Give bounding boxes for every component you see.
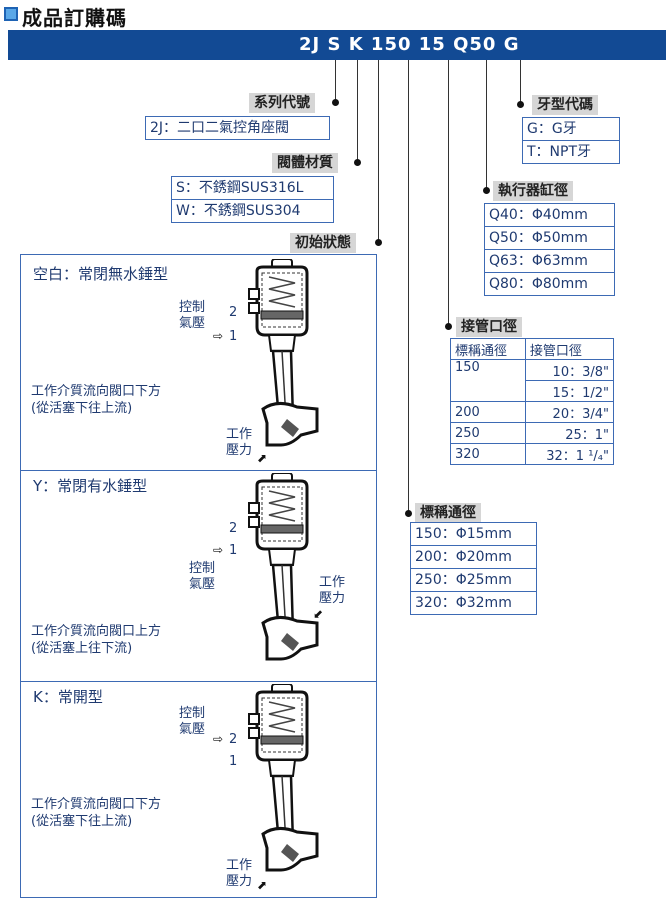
port-2-label: 2: [229, 732, 238, 747]
state-panel-normally-closed-no-hammer: 空白：常閉無水錘型 控制氣壓 2 ⇨ 1 工作介質流向閥口下方(從活塞下往上流)…: [20, 254, 377, 473]
control-pressure-label: 控制氣壓: [179, 706, 206, 737]
material-item: S：不銹鋼SUS316L: [176, 180, 304, 196]
actuator-item: Q63：Φ63mm: [485, 249, 614, 272]
table-row: 15：1/2": [451, 380, 615, 402]
valve-diagram-icon: [247, 259, 319, 447]
dot-material: [354, 159, 361, 166]
port-1-label: 1: [229, 329, 238, 344]
connection-size: 15：1/2": [524, 380, 615, 402]
connection-size: 10：3/8": [524, 359, 615, 381]
table-row: 250 25：1": [450, 422, 615, 444]
dot-actuator: [483, 187, 490, 194]
actuator-box: Q40：Φ40mm Q50：Φ50mm Q63：Φ63mm Q80：Φ80mm: [484, 203, 615, 296]
thread-item: G：G牙: [527, 121, 577, 137]
thread-item: T：NPT牙: [523, 140, 619, 163]
connection-header: 接管口徑: [456, 317, 522, 337]
order-code: 2J S K 150 15 Q50 G: [299, 34, 520, 55]
valve-diagram-icon: [247, 684, 319, 872]
connection-size: 20：3/4": [524, 401, 615, 423]
nominal-header: 標稱通徑: [415, 503, 481, 523]
dot-thread: [517, 101, 524, 108]
flow-description: 工作介質流向閥口上方(從活塞上往下流): [31, 624, 162, 656]
connection-dn: 320: [450, 443, 526, 465]
table-row: 320 32：1 ¹/₄": [450, 443, 615, 465]
valve-diagram-icon: [247, 473, 319, 661]
inlet-arrow-icon: ⇨: [213, 543, 224, 557]
actuator-item: Q40：Φ40mm: [489, 207, 588, 223]
nominal-item: 150：Φ15mm: [415, 526, 512, 542]
state-panel-normally-open: K：常開型 控制氣壓 ⇨ 2 1 工作介質流向閥口下方(從活塞下往上流) 工作壓…: [20, 681, 377, 898]
connection-col2: 接管口徑: [524, 338, 615, 360]
actuator-item: Q50：Φ50mm: [485, 226, 614, 249]
pressure-arrow-icon: ⬈: [257, 878, 268, 892]
state-header: 初始狀態: [290, 233, 356, 253]
nominal-item: 320：Φ32mm: [411, 591, 536, 614]
control-pressure-label: 控制氣壓: [189, 561, 216, 592]
inlet-arrow-icon: ⇨: [213, 732, 224, 746]
table-row: 200 20：3/4": [450, 401, 615, 423]
code-banner: [8, 30, 666, 60]
dot-connection: [445, 323, 452, 330]
nominal-box: 150：Φ15mm 200：Φ20mm 250：Φ25mm 320：Φ32mm: [410, 522, 537, 615]
pressure-arrow-icon: ⬋: [313, 607, 324, 621]
connection-col1: 標稱通徑: [450, 338, 526, 360]
port-2-label: 2: [229, 521, 238, 536]
flow-description: 工作介質流向閥口下方(從活塞下往上流): [31, 384, 162, 416]
panel-title: Y：常閉有水錘型: [33, 477, 148, 495]
material-box: S：不銹鋼SUS316L W：不銹鋼SUS304: [171, 176, 334, 223]
thread-box: G：G牙 T：NPT牙: [522, 117, 620, 164]
nominal-item: 200：Φ20mm: [411, 545, 536, 568]
title-square-icon: [4, 7, 18, 21]
material-header: 閥體材質: [272, 153, 338, 173]
actuator-item: Q80：Φ80mm: [485, 272, 614, 295]
series-header: 系列代號: [249, 93, 315, 113]
port-1-label: 1: [229, 543, 238, 558]
connection-size: 25：1": [524, 422, 615, 444]
connection-dn: 250: [450, 422, 526, 444]
connection-table: 標稱通徑 接管口徑 150 10：3/8" 15：1/2" 200 20：3/4…: [450, 338, 615, 465]
inlet-arrow-icon: ⇨: [213, 329, 224, 343]
work-pressure-label: 工作壓力: [319, 575, 346, 606]
series-box: 2J：二口二氣控角座閥: [145, 116, 330, 140]
connection-size: 32：1 ¹/₄": [524, 443, 615, 465]
series-item: 2J：二口二氣控角座閥: [150, 120, 290, 136]
leader-state: [378, 60, 379, 242]
leader-thread: [520, 60, 521, 104]
leader-series: [335, 60, 336, 102]
panel-title: K：常開型: [33, 688, 103, 706]
thread-header: 牙型代碼: [532, 95, 598, 115]
leader-nominal: [408, 60, 409, 513]
work-pressure-label: 工作壓力: [226, 427, 253, 458]
leader-material: [357, 60, 358, 162]
control-pressure-label: 控制氣壓: [179, 300, 206, 331]
table-row: 標稱通徑 接管口徑: [450, 338, 615, 360]
material-item: W：不銹鋼SUS304: [172, 199, 333, 222]
dot-nominal: [405, 510, 412, 517]
port-2-label: 2: [229, 305, 238, 320]
dot-series: [332, 99, 339, 106]
state-panel-normally-closed-water-hammer: Y：常閉有水錘型 2 ⇨ 1 控制氣壓 工作壓力 ⬋ 工作介質流向閥口上方(從活…: [20, 470, 377, 684]
leader-actuator: [486, 60, 487, 190]
flow-description: 工作介質流向閥口下方(從活塞下往上流): [31, 797, 162, 829]
connection-dn: 150: [450, 359, 526, 402]
nominal-item: 250：Φ25mm: [411, 568, 536, 591]
pressure-arrow-icon: ⬈: [257, 451, 268, 465]
panel-title: 空白：常閉無水錘型: [33, 265, 169, 283]
table-row: 150 10：3/8": [450, 359, 615, 402]
port-1-label: 1: [229, 754, 238, 769]
dot-state: [375, 239, 382, 246]
leader-connection: [448, 60, 449, 326]
work-pressure-label: 工作壓力: [226, 858, 253, 889]
connection-dn: 200: [450, 401, 526, 423]
page-title: 成品訂購碼: [22, 6, 127, 30]
actuator-header: 執行器缸徑: [493, 181, 573, 201]
